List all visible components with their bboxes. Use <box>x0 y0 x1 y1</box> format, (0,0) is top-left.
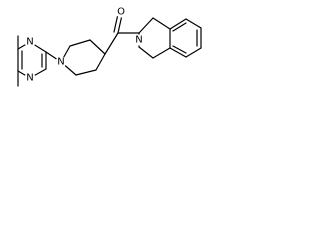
bond-benzene-inner-1 <box>172 22 187 32</box>
bond-benzene-1 <box>169 18 187 30</box>
atom-labels: O N N N N <box>24 6 145 84</box>
bonds <box>17 13 202 87</box>
isoquinoline-n-atom: N <box>133 34 145 46</box>
bond-carbonyl-o <box>117 14 123 34</box>
bond-thiq-1 <box>138 17 154 34</box>
bond-benzene-4 <box>185 47 202 58</box>
piperidine-n-label: N <box>57 57 64 68</box>
pyrimidine-n-bottom-label: N <box>26 73 33 84</box>
bond-piperidine-3 <box>89 39 106 55</box>
bond-piperidine-5 <box>75 69 97 76</box>
bond-benzene-inner-3 <box>172 45 187 54</box>
bond-piperidine-4 <box>95 53 106 71</box>
oxygen-label: O <box>117 7 125 18</box>
bond-piperidine-2 <box>69 39 91 47</box>
bond-thiq-4 <box>152 47 171 59</box>
pyrimidine-n-bottom-atom: N <box>24 72 36 84</box>
pyrimidine-n-top-atom: N <box>24 36 36 48</box>
bond-carbonyl-o-2 <box>113 13 119 33</box>
bond-thiq-2 <box>152 17 171 30</box>
bond-benzene-5 <box>169 47 187 58</box>
bond-thiq-5 <box>138 46 154 59</box>
oxygen-atom: O <box>115 6 127 18</box>
isoquinoline-n-label: N <box>135 35 142 46</box>
pyrimidine-n-top-label: N <box>26 37 33 48</box>
chemical-structure: O N N N N <box>17 6 202 87</box>
bond-piperidine-carbonyl <box>104 32 119 55</box>
bond-benzene-2 <box>185 18 202 29</box>
piperidine-n-atom: N <box>55 56 67 68</box>
